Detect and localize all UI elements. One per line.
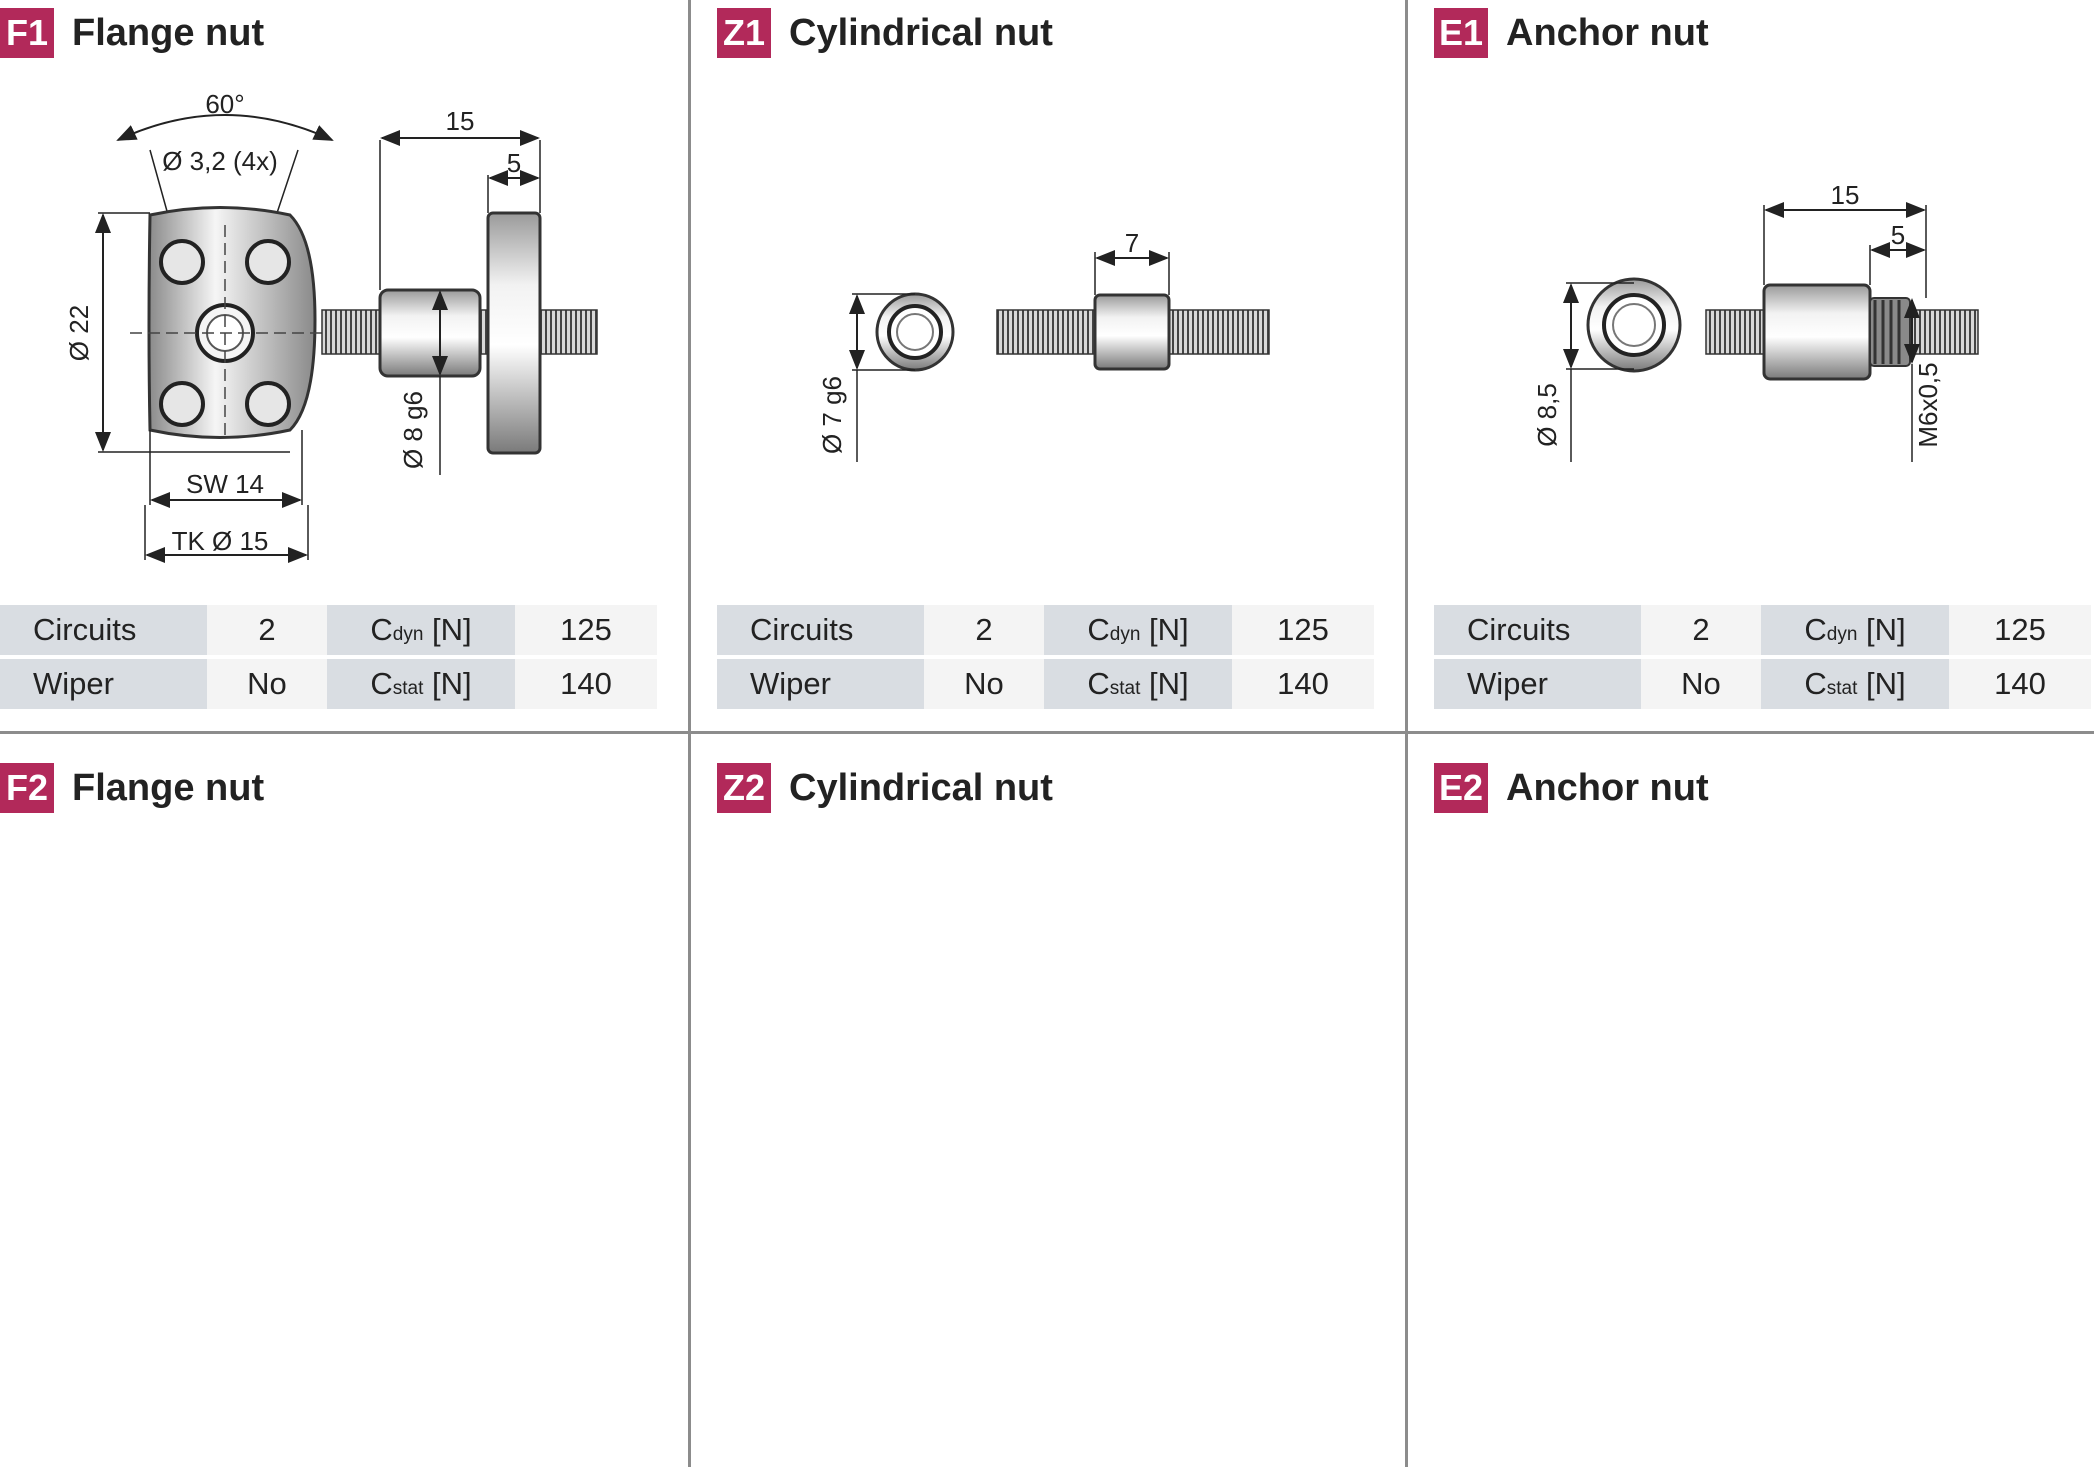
- cstat-value: 140: [1949, 659, 2091, 709]
- circuits-value: 2: [207, 605, 327, 655]
- panel-badge: E2: [1434, 763, 1488, 813]
- panel-title: Cylindrical nut: [789, 11, 1053, 54]
- wiper-label: Wiper: [717, 659, 924, 709]
- cdyn-value: 125: [1232, 605, 1374, 655]
- cstat-label: Cstat [N]: [1044, 659, 1232, 709]
- tk-dim: TK Ø 15: [172, 526, 269, 556]
- cstat-label: Cstat [N]: [1761, 659, 1949, 709]
- panel-title: Anchor nut: [1506, 766, 1709, 809]
- sw-dim: SW 14: [186, 469, 264, 499]
- circuits-value: 2: [1641, 605, 1761, 655]
- panel-header: Z2 Cylindrical nut: [717, 763, 1053, 813]
- circuits-label: Circuits: [0, 605, 207, 655]
- anchor-nut-drawing: Ø 8,5 15 5 M6x0,5: [1532, 180, 1979, 462]
- cdyn-value: 125: [1949, 605, 2091, 655]
- cdyn-label: Cdyn [N]: [1761, 605, 1949, 655]
- panel-title: Anchor nut: [1506, 11, 1709, 54]
- panel-title: Cylindrical nut: [789, 766, 1053, 809]
- panel-title: Flange nut: [72, 11, 265, 54]
- thread-length-dim: 5: [1891, 220, 1905, 250]
- cdyn-label: Cdyn [N]: [1044, 605, 1232, 655]
- cdyn-label: Cdyn [N]: [327, 605, 515, 655]
- panel-header: E2 Anchor nut: [1434, 763, 1709, 813]
- wiper-value: No: [924, 659, 1044, 709]
- length-dim: 15: [446, 106, 475, 136]
- flange-dim: 5: [507, 148, 521, 178]
- dia-dim: Ø 22: [64, 305, 94, 361]
- panel-header: F2 Flange nut: [0, 763, 264, 813]
- panel-title: Flange nut: [72, 766, 265, 809]
- wiper-value: No: [1641, 659, 1761, 709]
- spec-table: Circuits 2 Cdyn [N] 125 Wiper No Cstat […: [717, 601, 1374, 713]
- wiper-label: Wiper: [1434, 659, 1641, 709]
- cstat-value: 140: [1232, 659, 1374, 709]
- cdyn-value: 125: [515, 605, 657, 655]
- panel-header: F1 Flange nut: [0, 8, 264, 58]
- panel-badge: F2: [0, 763, 54, 813]
- panel-header: E1 Anchor nut: [1434, 8, 1709, 58]
- flange-nut-drawing: 60° Ø 3,2 (4x) Ø 22 SW 14 TK Ø 15: [64, 89, 598, 563]
- thread-dim: M6x0,5: [1913, 362, 1943, 447]
- panel-badge: E1: [1434, 8, 1488, 58]
- bore-dim: Ø 8 g6: [398, 391, 428, 469]
- circuits-label: Circuits: [717, 605, 924, 655]
- cstat-label: Cstat [N]: [327, 659, 515, 709]
- panel-badge: F1: [0, 8, 54, 58]
- spec-table: Circuits 2 Cdyn [N] 125 Wiper No Cstat […: [0, 601, 657, 713]
- angle-dim: 60°: [205, 89, 244, 119]
- length-dim: 7: [1125, 228, 1139, 258]
- panel-header: Z1 Cylindrical nut: [717, 8, 1053, 58]
- circuits-label: Circuits: [1434, 605, 1641, 655]
- dia-dim: Ø 7 g6: [817, 376, 847, 454]
- cylindrical-nut-drawing: Ø 7 g6 7: [817, 228, 1270, 462]
- length-dim: 15: [1831, 180, 1860, 210]
- panel-badge: Z1: [717, 8, 771, 58]
- hole-dim: Ø 3,2 (4x): [162, 146, 278, 176]
- spec-table: Circuits 2 Cdyn [N] 125 Wiper No Cstat […: [1434, 601, 2091, 713]
- cstat-value: 140: [515, 659, 657, 709]
- wiper-label: Wiper: [0, 659, 207, 709]
- row-divider: [0, 731, 2094, 734]
- dia-dim: Ø 8,5: [1532, 383, 1562, 447]
- panel-badge: Z2: [717, 763, 771, 813]
- circuits-value: 2: [924, 605, 1044, 655]
- wiper-value: No: [207, 659, 327, 709]
